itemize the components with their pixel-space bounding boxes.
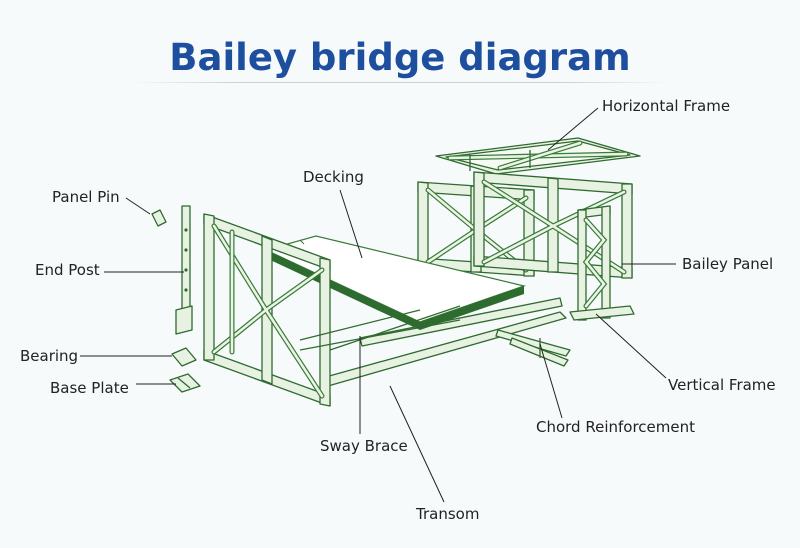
horizontal-frame — [435, 137, 641, 175]
label-bailey-panel: Bailey Panel — [682, 255, 774, 273]
end-post — [175, 205, 193, 335]
base-plate — [169, 373, 201, 393]
label-chord-reinforcement: Chord Reinforcement — [536, 418, 696, 436]
label-decking: Decking — [303, 168, 364, 186]
page-title: Bailey bridge diagram — [169, 36, 631, 79]
bailey-panel-rear — [417, 171, 635, 321]
bailey-panel-front — [203, 213, 461, 407]
label-panel-pin: Panel Pin — [52, 188, 120, 206]
decking — [264, 235, 527, 330]
leader-lines — [80, 107, 676, 503]
label-horizontal-frame: Horizontal Frame — [602, 97, 731, 115]
transom-and-chord — [321, 297, 571, 405]
title-divider — [130, 82, 670, 83]
label-base-plate: Base Plate — [50, 379, 129, 397]
label-transom: Transom — [416, 505, 480, 523]
label-bearing: Bearing — [20, 347, 79, 365]
label-end-post: End Post — [35, 261, 100, 279]
panel-pin — [151, 209, 167, 227]
label-sway-brace: Sway Brace — [320, 437, 408, 455]
label-vertical-frame: Vertical Frame — [668, 376, 776, 394]
bearing — [171, 347, 197, 367]
